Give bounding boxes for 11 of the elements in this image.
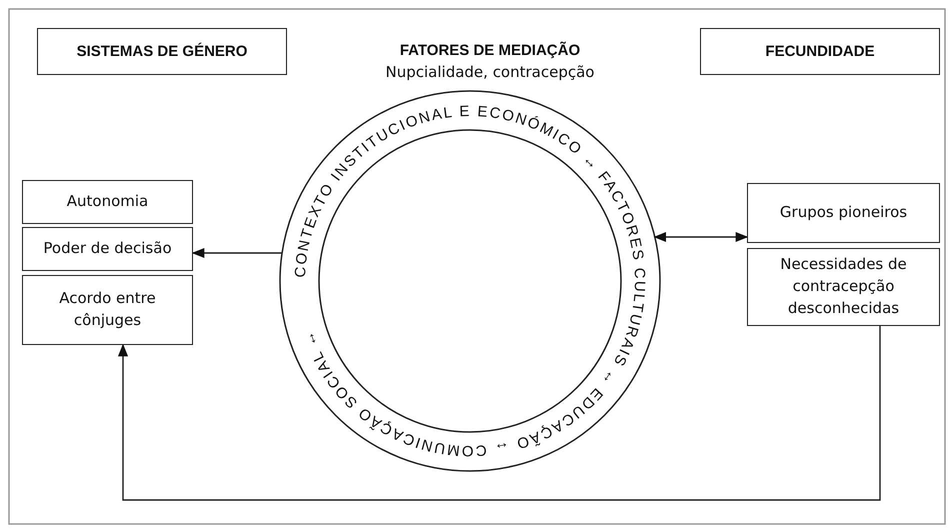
heading-box: FECUNDIDADE: [700, 28, 940, 75]
heading-box: SISTEMAS DE GÉNERO: [37, 28, 287, 75]
subheading-text: Nupcialidade, contracepção: [384, 63, 596, 81]
factor-box: Grupos pioneiros: [747, 183, 940, 243]
factor-box: Necessidades de contracepção desconhecidas: [747, 248, 940, 326]
heading-text: FATORES DE MEDIAÇÃO: [398, 42, 582, 59]
arrow: [654, 232, 748, 242]
factor-box: Acordo entre cônjuges: [22, 275, 193, 345]
factor-box: Autonomia: [22, 180, 193, 224]
arrow: [192, 248, 282, 258]
factor-box: Poder de decisão: [22, 227, 193, 271]
